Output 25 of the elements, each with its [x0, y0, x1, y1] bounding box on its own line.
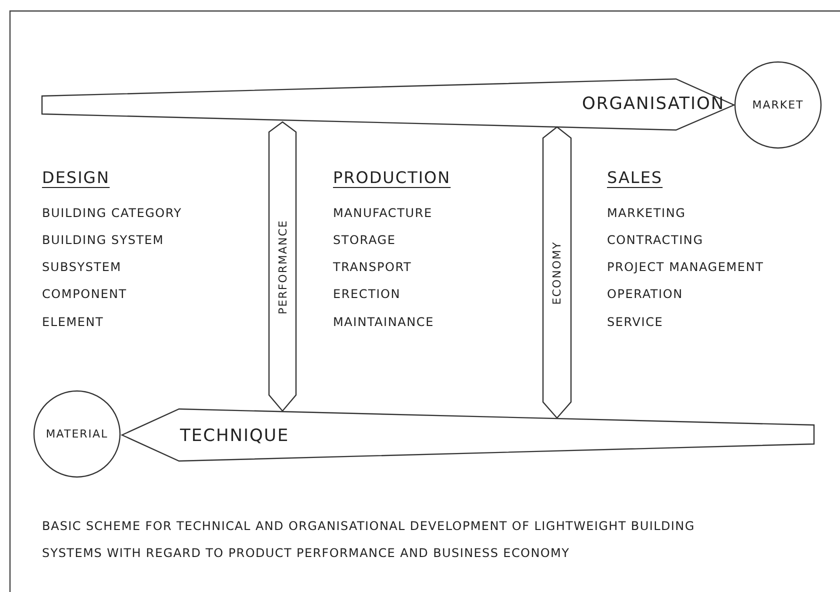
list-item: TRANSPORT — [333, 260, 412, 274]
node-label: ECONOMY — [550, 240, 564, 304]
node-label: TECHNIQUE — [180, 426, 290, 446]
list-item: ERECTION — [333, 287, 401, 301]
list-item: STORAGE — [333, 233, 396, 247]
list-item: MARKETING — [607, 206, 686, 220]
column-heading: SALES — [607, 168, 663, 187]
list-item: MAINTAINANCE — [333, 315, 434, 329]
list-item: MANUFACTURE — [333, 206, 432, 220]
node-label: MATERIAL — [46, 428, 108, 440]
list-item: SERVICE — [607, 315, 664, 329]
list-item: COMPONENT — [42, 287, 127, 301]
list-item: SUBSYSTEM — [42, 260, 122, 274]
list-item: CONTRACTING — [607, 233, 704, 247]
node-label: PERFORMANCE — [276, 219, 289, 314]
list-item: PROJECT MANAGEMENT — [607, 260, 764, 274]
node-label: MARKET — [752, 98, 804, 112]
node-label: ORGANISATION — [582, 94, 725, 114]
list-item: ELEMENT — [42, 315, 104, 329]
list-item: BUILDING SYSTEM — [42, 233, 164, 247]
column-heading: DESIGN — [42, 168, 110, 187]
column-heading: PRODUCTION — [333, 168, 451, 187]
list-item: BUILDING CATEGORY — [42, 206, 182, 220]
list-item: OPERATION — [607, 287, 683, 301]
caption: BASIC SCHEME FOR TECHNICAL AND ORGANISATIONAL DEVELOPMENT OF LIGHTWEIGHT BUILDING SYSTEMS WITH REGARD TO PRODUCT PERFORMANCE AND BUSINESS ECONOMY — [42, 518, 696, 562]
